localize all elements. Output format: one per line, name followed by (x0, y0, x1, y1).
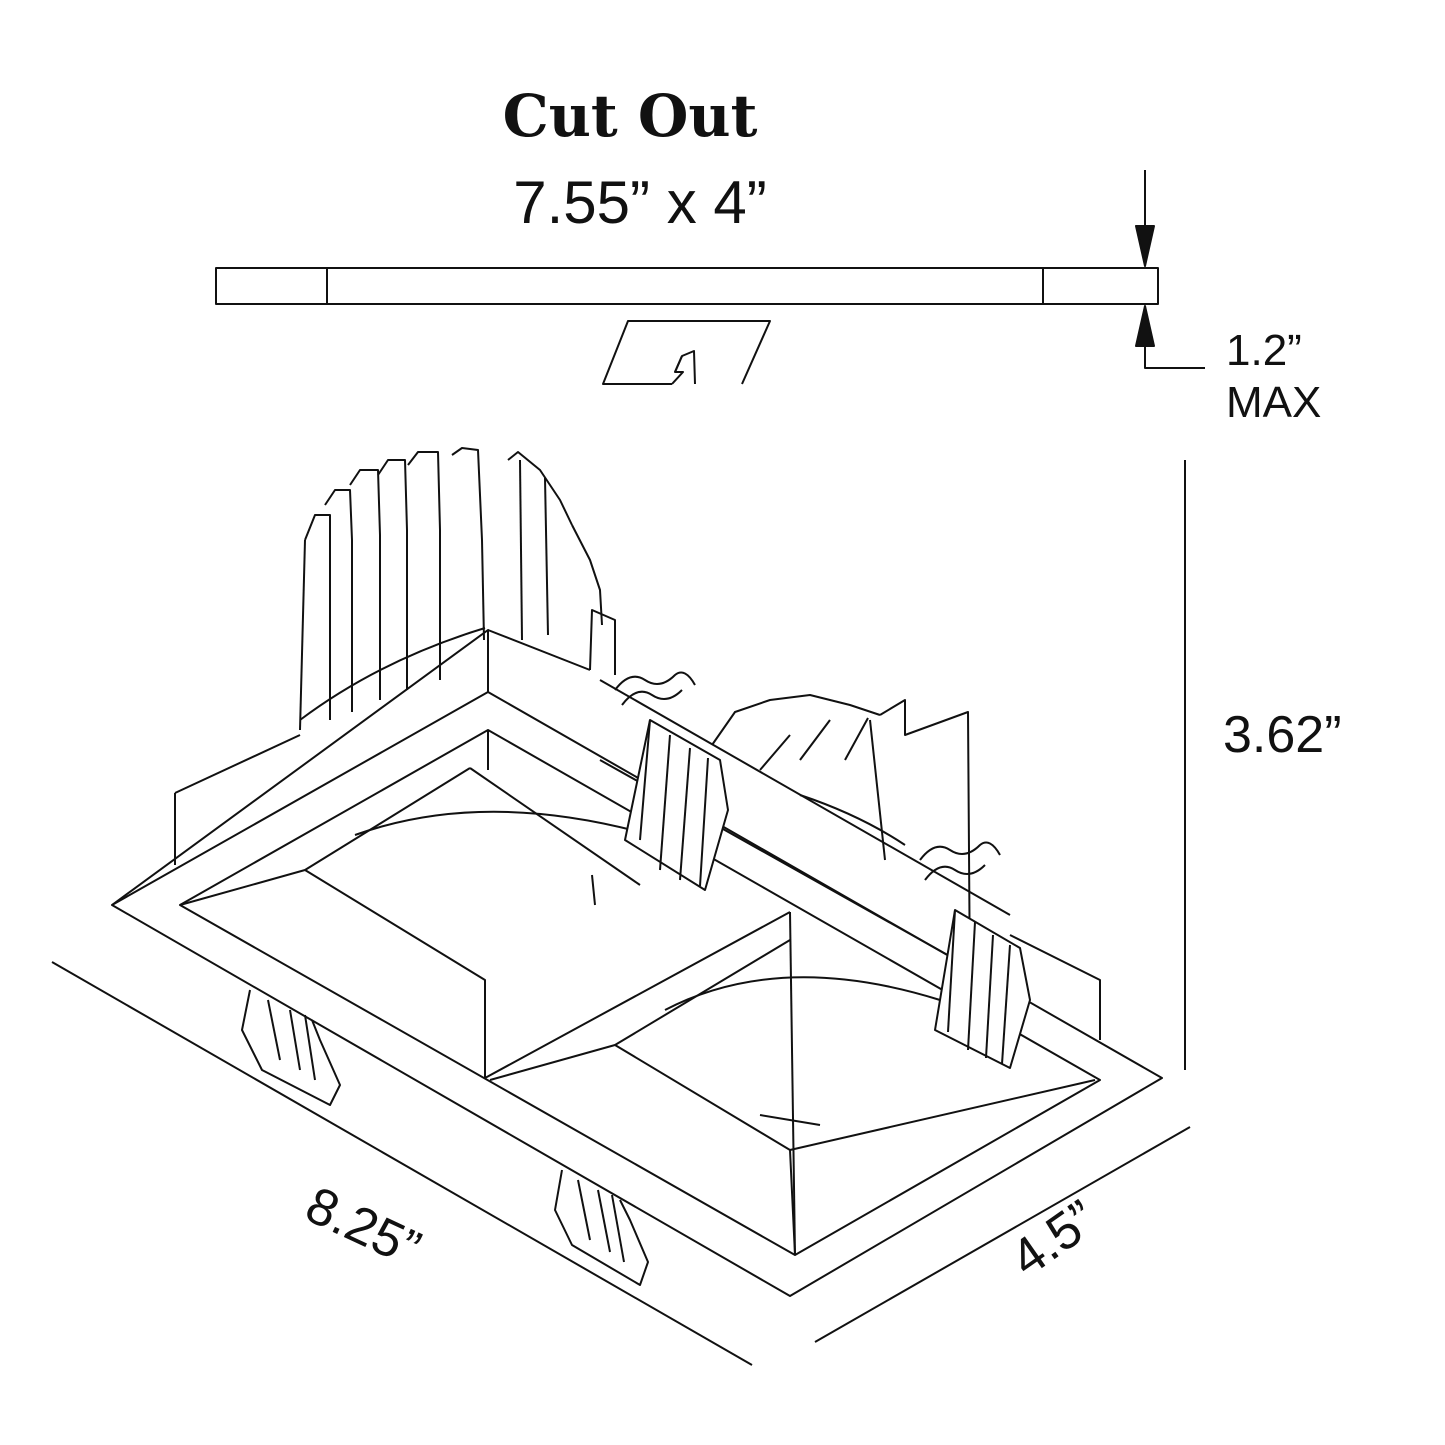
mounting-tab-left (241, 989, 341, 1106)
right-heatsink (711, 694, 971, 991)
mounting-tab-right (554, 1169, 649, 1286)
ceiling-thickness-value: 1.2” (1226, 326, 1302, 375)
ceiling-thickness-qualifier: MAX (1226, 378, 1322, 427)
height-dimension: 3.62” (1223, 706, 1342, 764)
left-heatsink (299, 447, 603, 731)
spring-clip-bottom (919, 841, 1031, 1069)
spring-clip-top (614, 671, 729, 891)
cutout-dimension: 7.55” x 4” (513, 169, 767, 236)
recessed-light-fixture-icon (111, 447, 1163, 1297)
ceiling-panel-icon (602, 320, 771, 385)
dimension-lines (51, 460, 1191, 1366)
cutout-title: Cut Out (502, 82, 758, 150)
ceiling-section (215, 267, 1159, 305)
dimension-arrow-icon (1135, 170, 1205, 369)
